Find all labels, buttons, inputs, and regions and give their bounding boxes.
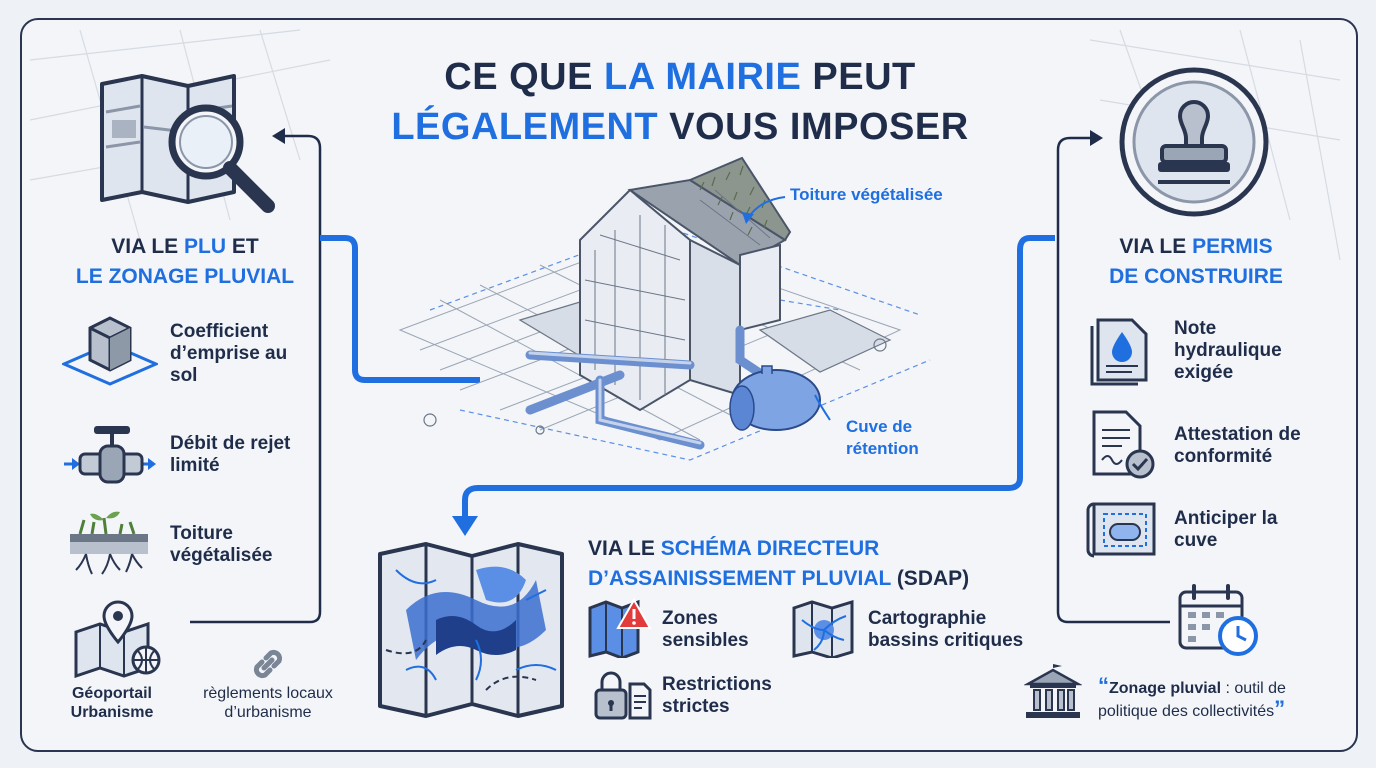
item-note: Note hydraulique exigée <box>1174 318 1282 383</box>
geoportail-label: Géoportail Urbanisme <box>70 685 154 721</box>
callout-cuve: Cuve de rétention <box>846 417 919 458</box>
valve-icon <box>64 426 156 484</box>
permis-heading: VIA LE PERMIS DE CONSTRUIRE <box>1109 235 1283 288</box>
item-toiture: Toiture végétalisée <box>170 523 273 566</box>
plu-heading: VIA LE PLU ET LE ZONAGE PLUVIAL <box>75 235 295 288</box>
green-roof-icon <box>70 511 148 575</box>
map-search-icon <box>100 74 275 213</box>
item-attestation: Attestation de conformité <box>1174 424 1301 467</box>
townhall-icon <box>1024 664 1082 718</box>
map-pin-icon <box>74 600 161 678</box>
map-basin-icon <box>792 600 854 658</box>
sdap-map-icon <box>378 542 564 718</box>
lock-doc-icon <box>594 671 652 720</box>
item-emprise: Coefficient d’emprise au sol <box>170 321 288 386</box>
zonage-quote: “Zonage pluvial : outil de politique des… <box>1098 673 1286 721</box>
blueprint-icon <box>1086 502 1156 558</box>
stamp-icon <box>1119 67 1269 217</box>
callout-toiture: Toiture végétalisée <box>790 185 943 204</box>
doc-water-icon <box>1090 318 1148 386</box>
calendar-icon <box>1178 584 1258 656</box>
reglements-label: règlements locaux d’urbanisme <box>203 685 333 721</box>
doc-check-icon <box>1092 410 1155 479</box>
page-title: CE QUE LA MAIRIE PEUT LÉGALEMENT VOUS IM… <box>391 56 969 148</box>
map-warning-icon <box>588 598 652 658</box>
item-cartographie: Cartographie bassins critiques <box>868 608 1024 651</box>
cube-icon <box>62 316 158 386</box>
item-debit: Débit de rejet limité <box>170 433 291 476</box>
link-icon <box>253 649 283 679</box>
item-restrictions: Restrictions strictes <box>662 674 772 717</box>
item-zones: Zones sensibles <box>662 608 749 651</box>
sdap-heading: VIA LE SCHÉMA DIRECTEUR D’ASSAINISSEMENT… <box>588 537 970 590</box>
item-anticiper: Anticiper la cuve <box>1174 508 1278 551</box>
